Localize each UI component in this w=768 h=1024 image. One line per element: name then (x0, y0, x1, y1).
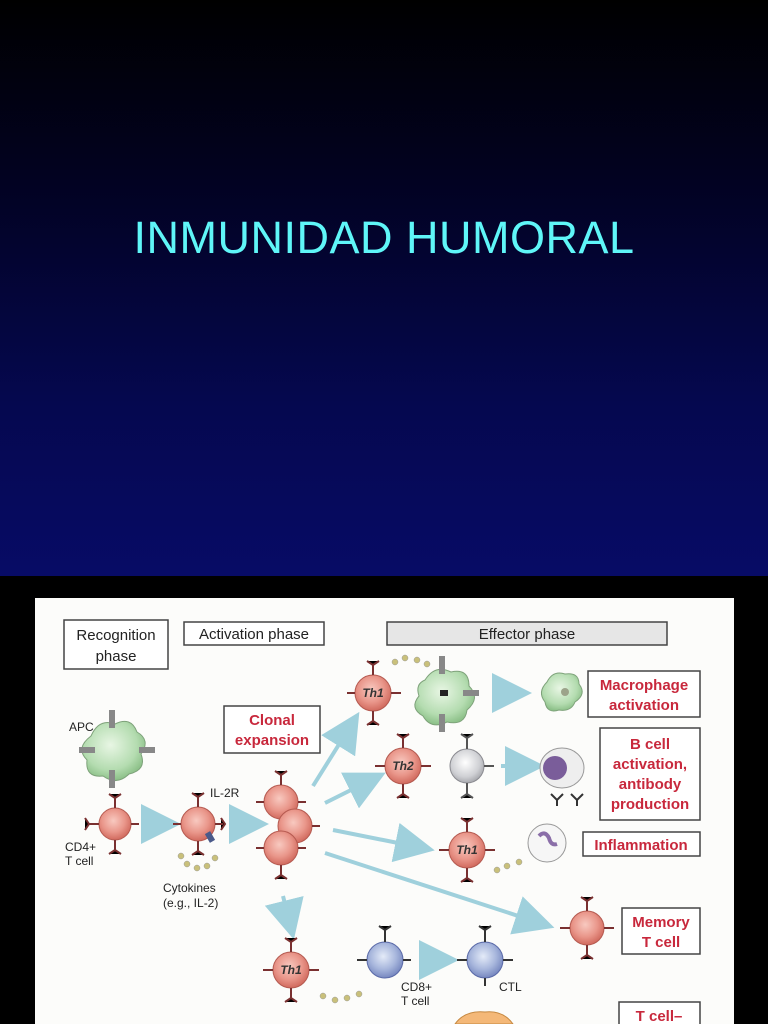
activation-phase-box: Activation phase (183, 621, 325, 646)
cytokine-dots-top (391, 654, 431, 668)
inflammation-box: Inflammation (582, 831, 701, 857)
flow-arrows (141, 673, 555, 980)
ctl-cell (457, 925, 513, 986)
recognition-phase-label-2: phase (96, 648, 137, 665)
macrophage-apc (414, 656, 479, 732)
macrophage-icon (541, 672, 583, 712)
cd8-label-1: CD8+ (401, 980, 432, 994)
memory-label-2: T cell (642, 934, 680, 951)
neutrophil-icon (527, 823, 567, 863)
cytokines-label-1: Cytokines (163, 881, 216, 895)
effector-phase-label: Effector phase (479, 626, 575, 643)
macrophage-label-2: activation (609, 697, 679, 714)
th1-cell-middle: Th1 (439, 817, 495, 883)
bcell-label-4: production (611, 796, 689, 813)
cd8-label-2: T cell (401, 994, 429, 1008)
th2-label: Th2 (392, 759, 414, 773)
cd4-label-1: CD4+ (65, 840, 96, 854)
bcell-label-2: activation, (613, 756, 687, 773)
slide-title-area: INMUNIDAD HUMORAL (0, 0, 768, 576)
effector-phase-box: Effector phase (386, 621, 668, 646)
clonal-expansion-box: Clonal expansion (223, 705, 321, 754)
th2-cell: Th2 (375, 733, 431, 799)
immune-response-diagram: Recognition phase Activation phase Effec… (35, 598, 734, 1024)
t-cell-partial-box: T cell– (618, 1001, 701, 1024)
il2r-label: IL-2R (210, 786, 240, 800)
clonal-label-2: expansion (235, 732, 309, 749)
plasma-cell-icon (539, 747, 585, 806)
apc-label: APC (69, 720, 94, 734)
th1-cell-top: Th1 (347, 660, 401, 726)
th1-cell-bottom: Th1 (263, 937, 319, 1003)
memory-label-1: Memory (632, 914, 690, 931)
ctl-label: CTL (499, 980, 522, 994)
bcell-label-1: B cell (630, 736, 670, 753)
b-cell-grey (449, 733, 494, 799)
activated-t-cell (173, 792, 227, 856)
bcell-label-3: antibody (619, 776, 682, 793)
macrophage-label-1: Macrophage (600, 677, 688, 694)
macrophage-activation-box: Macrophage activation (587, 670, 701, 718)
cd4-t-cell (84, 793, 139, 855)
activation-phase-label: Activation phase (199, 626, 309, 643)
memory-t-cell (560, 896, 614, 960)
recognition-phase-box: Recognition phase (63, 619, 169, 670)
tcell-partial-label: T cell– (636, 1008, 683, 1024)
cytokines-label-2: (e.g., IL-2) (163, 896, 218, 910)
slide-title: INMUNIDAD HUMORAL (133, 212, 635, 263)
clonal-expansion-cells (256, 770, 320, 880)
th1-label-top: Th1 (362, 686, 384, 700)
apc-cell (79, 710, 155, 788)
th1-label-middle: Th1 (456, 843, 478, 857)
target-cell-partial (454, 1011, 514, 1024)
cd4-label-2: T cell (65, 854, 93, 868)
inflammation-label: Inflammation (594, 837, 687, 854)
b-cell-activation-box: B cell activation, antibody production (599, 727, 701, 821)
cytokine-dots (177, 852, 219, 872)
th1-label-bottom: Th1 (280, 963, 302, 977)
memory-t-cell-box: Memory T cell (621, 907, 701, 955)
recognition-phase-label-1: Recognition (76, 627, 155, 644)
cytokine-dots-bottom (319, 990, 363, 1004)
cytokine-dots-middle (493, 858, 523, 874)
cd8-t-cell (357, 925, 411, 979)
clonal-label-1: Clonal (249, 712, 295, 729)
